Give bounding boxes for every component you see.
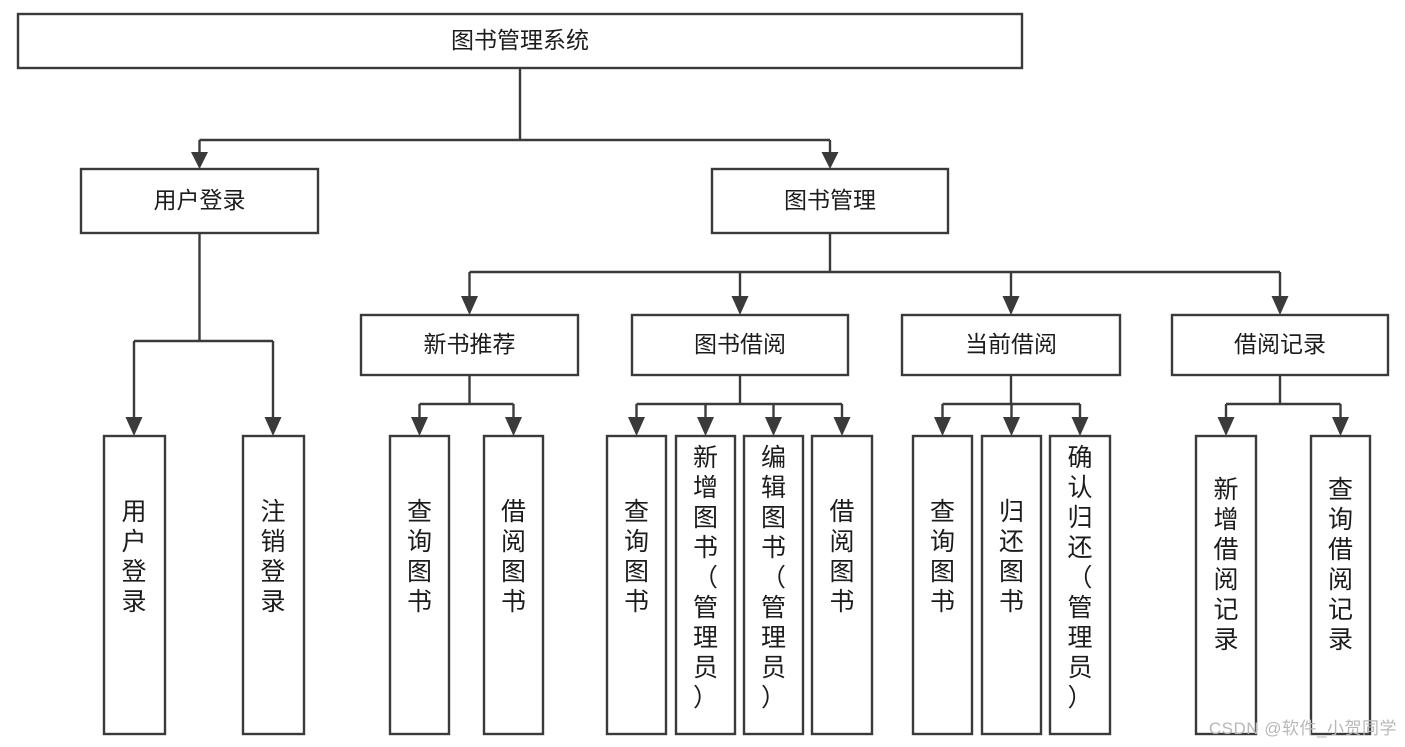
node-current-borrow[interactable]: 当前借阅 [900,313,1122,377]
arrowhead-new-book-rec [461,296,478,315]
node-leaf-borrow-book-bor[interactable]: 借阅图书 [810,434,874,736]
node-book-manage[interactable]: 图书管理 [710,167,950,235]
node-borrow-record-box[interactable] [1170,313,1390,377]
node-borrow-record[interactable]: 借阅记录 [1170,313,1390,377]
node-leaf-edit-book-label: 编辑图书（管理员） [761,444,786,712]
node-book-borrow-box[interactable] [630,313,850,377]
node-new-book-rec-box[interactable] [359,313,580,377]
node-leaf-add-book-box[interactable] [674,434,737,736]
node-current-borrow-box[interactable] [900,313,1122,377]
node-leaf-borrow-book-rec[interactable]: 借阅图书 [482,434,545,736]
node-leaf-query-record-label: 查询借阅记录 [1328,476,1353,654]
node-leaf-query-book-bor-box[interactable] [605,434,668,736]
node-root[interactable]: 图书管理系统 [16,12,1024,70]
node-leaf-add-record[interactable]: 新增借阅记录 [1194,434,1258,736]
node-leaf-query-record-box[interactable] [1309,434,1372,736]
node-user-login-box[interactable] [79,167,320,235]
node-leaf-logout-label: 注销登录 [260,498,285,616]
node-leaf-query-record[interactable]: 查询借阅记录 [1309,434,1372,736]
arrowhead-book-borrow [731,296,749,315]
node-leaf-query-book-bor-label: 查询图书 [624,498,649,616]
arrowhead-leaf-query-book-cur [934,417,951,436]
node-leaf-edit-book-box[interactable] [742,434,805,736]
arrowhead-leaf-borrow-book-rec [505,417,522,436]
node-leaf-query-book-bor[interactable]: 查询图书 [605,434,668,736]
node-leaf-add-record-label: 新增借阅记录 [1213,476,1238,654]
arrowhead-leaf-add-record [1217,417,1235,436]
node-leaf-return-book-box[interactable] [980,434,1043,736]
node-leaf-confirm-return[interactable]: 确认归还（管理员） [1048,434,1112,736]
node-leaf-add-book-label: 新增图书（管理员） [693,444,718,712]
arrowhead-leaf-query-book-rec [411,417,428,436]
arrowhead-borrow-record [1271,296,1289,315]
node-leaf-confirm-return-box[interactable] [1048,434,1112,736]
node-leaf-return-book[interactable]: 归还图书 [980,434,1043,736]
node-leaf-logout[interactable]: 注销登录 [241,434,306,736]
arrowhead-leaf-logout [264,417,282,436]
node-borrow-record-label: 借阅记录 [1234,331,1326,357]
node-current-borrow-label: 当前借阅 [965,331,1057,357]
node-leaf-query-book-cur-box[interactable] [911,434,974,736]
edge-layer [125,68,1349,436]
node-leaf-user-login-label: 用户登录 [121,498,146,616]
node-root-box[interactable] [16,12,1024,70]
node-book-borrow-label: 图书借阅 [694,331,786,357]
node-layer: 图书管理系统 用户登录 图书管理 新书推荐 图书借阅 [16,12,1390,736]
node-leaf-confirm-return-label: 确认归还（管理员） [1067,444,1092,712]
node-leaf-query-book-cur-label: 查询图书 [930,498,955,616]
arrowhead-leaf-confirm-return [1071,417,1089,436]
arrowhead-leaf-borrow-book-bor [833,417,851,436]
node-leaf-return-book-label: 归还图书 [999,498,1024,616]
arrowhead-leaf-edit-book [765,417,782,436]
node-leaf-user-login-box[interactable] [102,434,167,736]
node-book-borrow[interactable]: 图书借阅 [630,313,850,377]
node-leaf-query-book-rec-box[interactable] [388,434,451,736]
node-leaf-borrow-book-bor-box[interactable] [810,434,874,736]
node-leaf-query-book-rec-label: 查询图书 [407,498,432,616]
node-leaf-borrow-book-bor-label: 借阅图书 [829,498,854,616]
arrowhead-leaf-query-record [1332,417,1349,436]
node-leaf-query-book-cur[interactable]: 查询图书 [911,434,974,736]
node-new-book-rec-label: 新书推荐 [424,331,516,357]
arrowhead-leaf-return-book [1003,417,1020,436]
node-leaf-borrow-book-rec-box[interactable] [482,434,545,736]
node-leaf-query-book-rec[interactable]: 查询图书 [388,434,451,736]
node-leaf-logout-box[interactable] [241,434,306,736]
arrowhead-current-borrow [1002,296,1020,315]
node-leaf-user-login[interactable]: 用户登录 [102,434,167,736]
node-user-login[interactable]: 用户登录 [79,167,320,235]
node-leaf-borrow-book-rec-label: 借阅图书 [501,498,526,616]
node-book-manage-label: 图书管理 [784,187,876,213]
arrowhead-leaf-query-book-bor [628,417,645,436]
arrowhead-leaf-user-login [125,417,143,436]
node-book-manage-box[interactable] [710,167,950,235]
arrowhead-leaf-add-book [697,417,714,436]
node-new-book-rec[interactable]: 新书推荐 [359,313,580,377]
node-root-label: 图书管理系统 [451,27,589,53]
node-leaf-add-book[interactable]: 新增图书（管理员） [674,434,737,736]
node-leaf-add-record-box[interactable] [1194,434,1258,736]
arrowhead-book-manage [821,152,839,169]
node-leaf-edit-book[interactable]: 编辑图书（管理员） [742,434,805,736]
arrowhead-user-login [191,152,208,169]
node-user-login-label: 用户登录 [154,187,246,213]
